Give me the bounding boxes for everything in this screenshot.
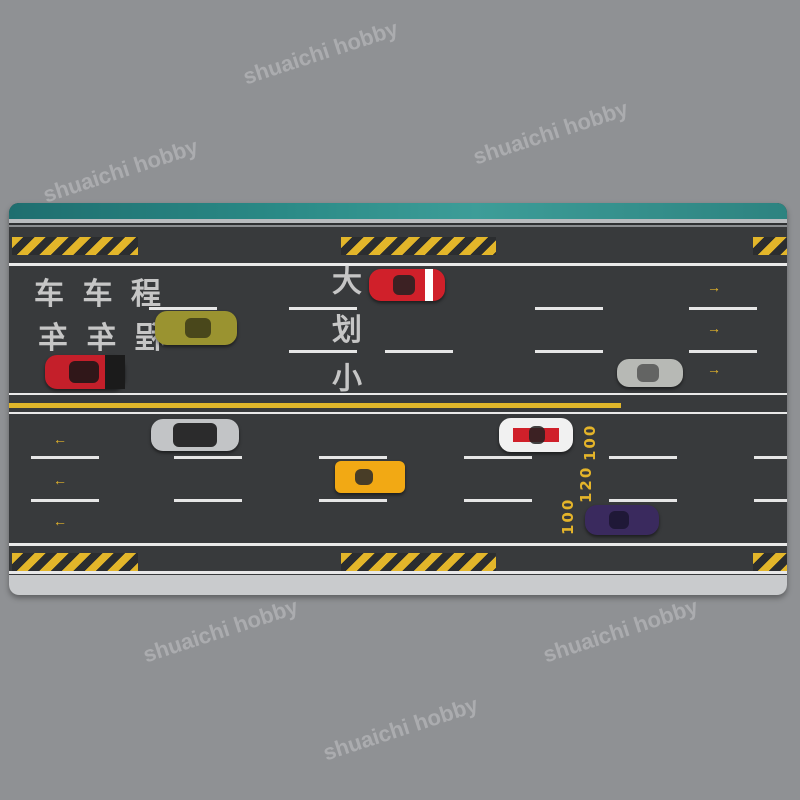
lane-dash [319,456,387,459]
lane-dash [754,499,787,502]
hazard-stripe [753,237,787,255]
lane-dash [689,307,757,310]
arrow-right-icon: → [707,279,721,295]
lane-dash [149,307,217,310]
lane-dash [289,307,357,310]
lane-dash [754,456,787,459]
road-top-band-shadow [9,225,787,227]
hazard-stripe [753,553,787,571]
yellow-le-mans-car [335,461,405,493]
arrow-right-icon: → [707,361,721,377]
lane-dash [385,350,453,353]
red-white-race-car [369,269,445,301]
lane-dash [689,350,757,353]
road-text-vertical: 大 划 小 [326,265,361,396]
watermark-text: shuaichi hobby [139,593,302,668]
lane-dash [535,350,603,353]
speed-mark: 100 [559,497,577,535]
road-top-band [9,219,787,223]
lane-edge-line [9,263,787,266]
road-text-bottom: 程 车 车 [34,321,165,356]
lane-dash [174,456,242,459]
silver-black-car [151,419,239,451]
lane-edge-line [9,543,787,546]
hazard-stripe [12,553,138,571]
road-text-top: 车 车 程 [34,277,165,312]
lane-dash [464,499,532,502]
watermark-text: shuaichi hobby [39,133,202,208]
lane-edge-line [9,393,787,395]
lane-dash [535,307,603,310]
purple-hypercar [585,505,659,535]
road-desk-mat: → → → ← ← ← 车 车 程 程 车 车 大 划 小 100 120 10… [9,203,787,595]
road-bottom-band [9,575,787,595]
mat-top-edge [9,203,787,219]
lane-dash [31,499,99,502]
arrow-left-icon: ← [53,513,67,529]
hazard-stripe [12,237,138,255]
lane-dash [609,499,677,502]
lane-edge-line [9,412,787,414]
lane-dash [174,499,242,502]
watermark-text: shuaichi hobby [319,691,482,766]
watermark-text: shuaichi hobby [239,15,402,90]
speed-mark: 100 [581,423,599,461]
hazard-stripe [341,553,496,571]
watermark-text: shuaichi hobby [469,95,632,170]
white-red-rally-car [499,418,573,452]
road-bottom-line [9,571,787,574]
arrow-left-icon: ← [53,472,67,488]
silver-grey-car [617,359,683,387]
lane-dash [31,456,99,459]
hazard-stripe [341,237,496,255]
arrow-right-icon: → [707,320,721,336]
watermark-text: shuaichi hobby [539,593,702,668]
lane-dash [319,499,387,502]
center-yellow-line [9,403,621,408]
speed-mark: 120 [577,465,595,503]
lane-dash [609,456,677,459]
arrow-left-icon: ← [53,431,67,447]
gold-sports-car [155,311,237,345]
lane-dash [464,456,532,459]
red-black-car [45,355,125,389]
lane-dash [289,350,357,353]
